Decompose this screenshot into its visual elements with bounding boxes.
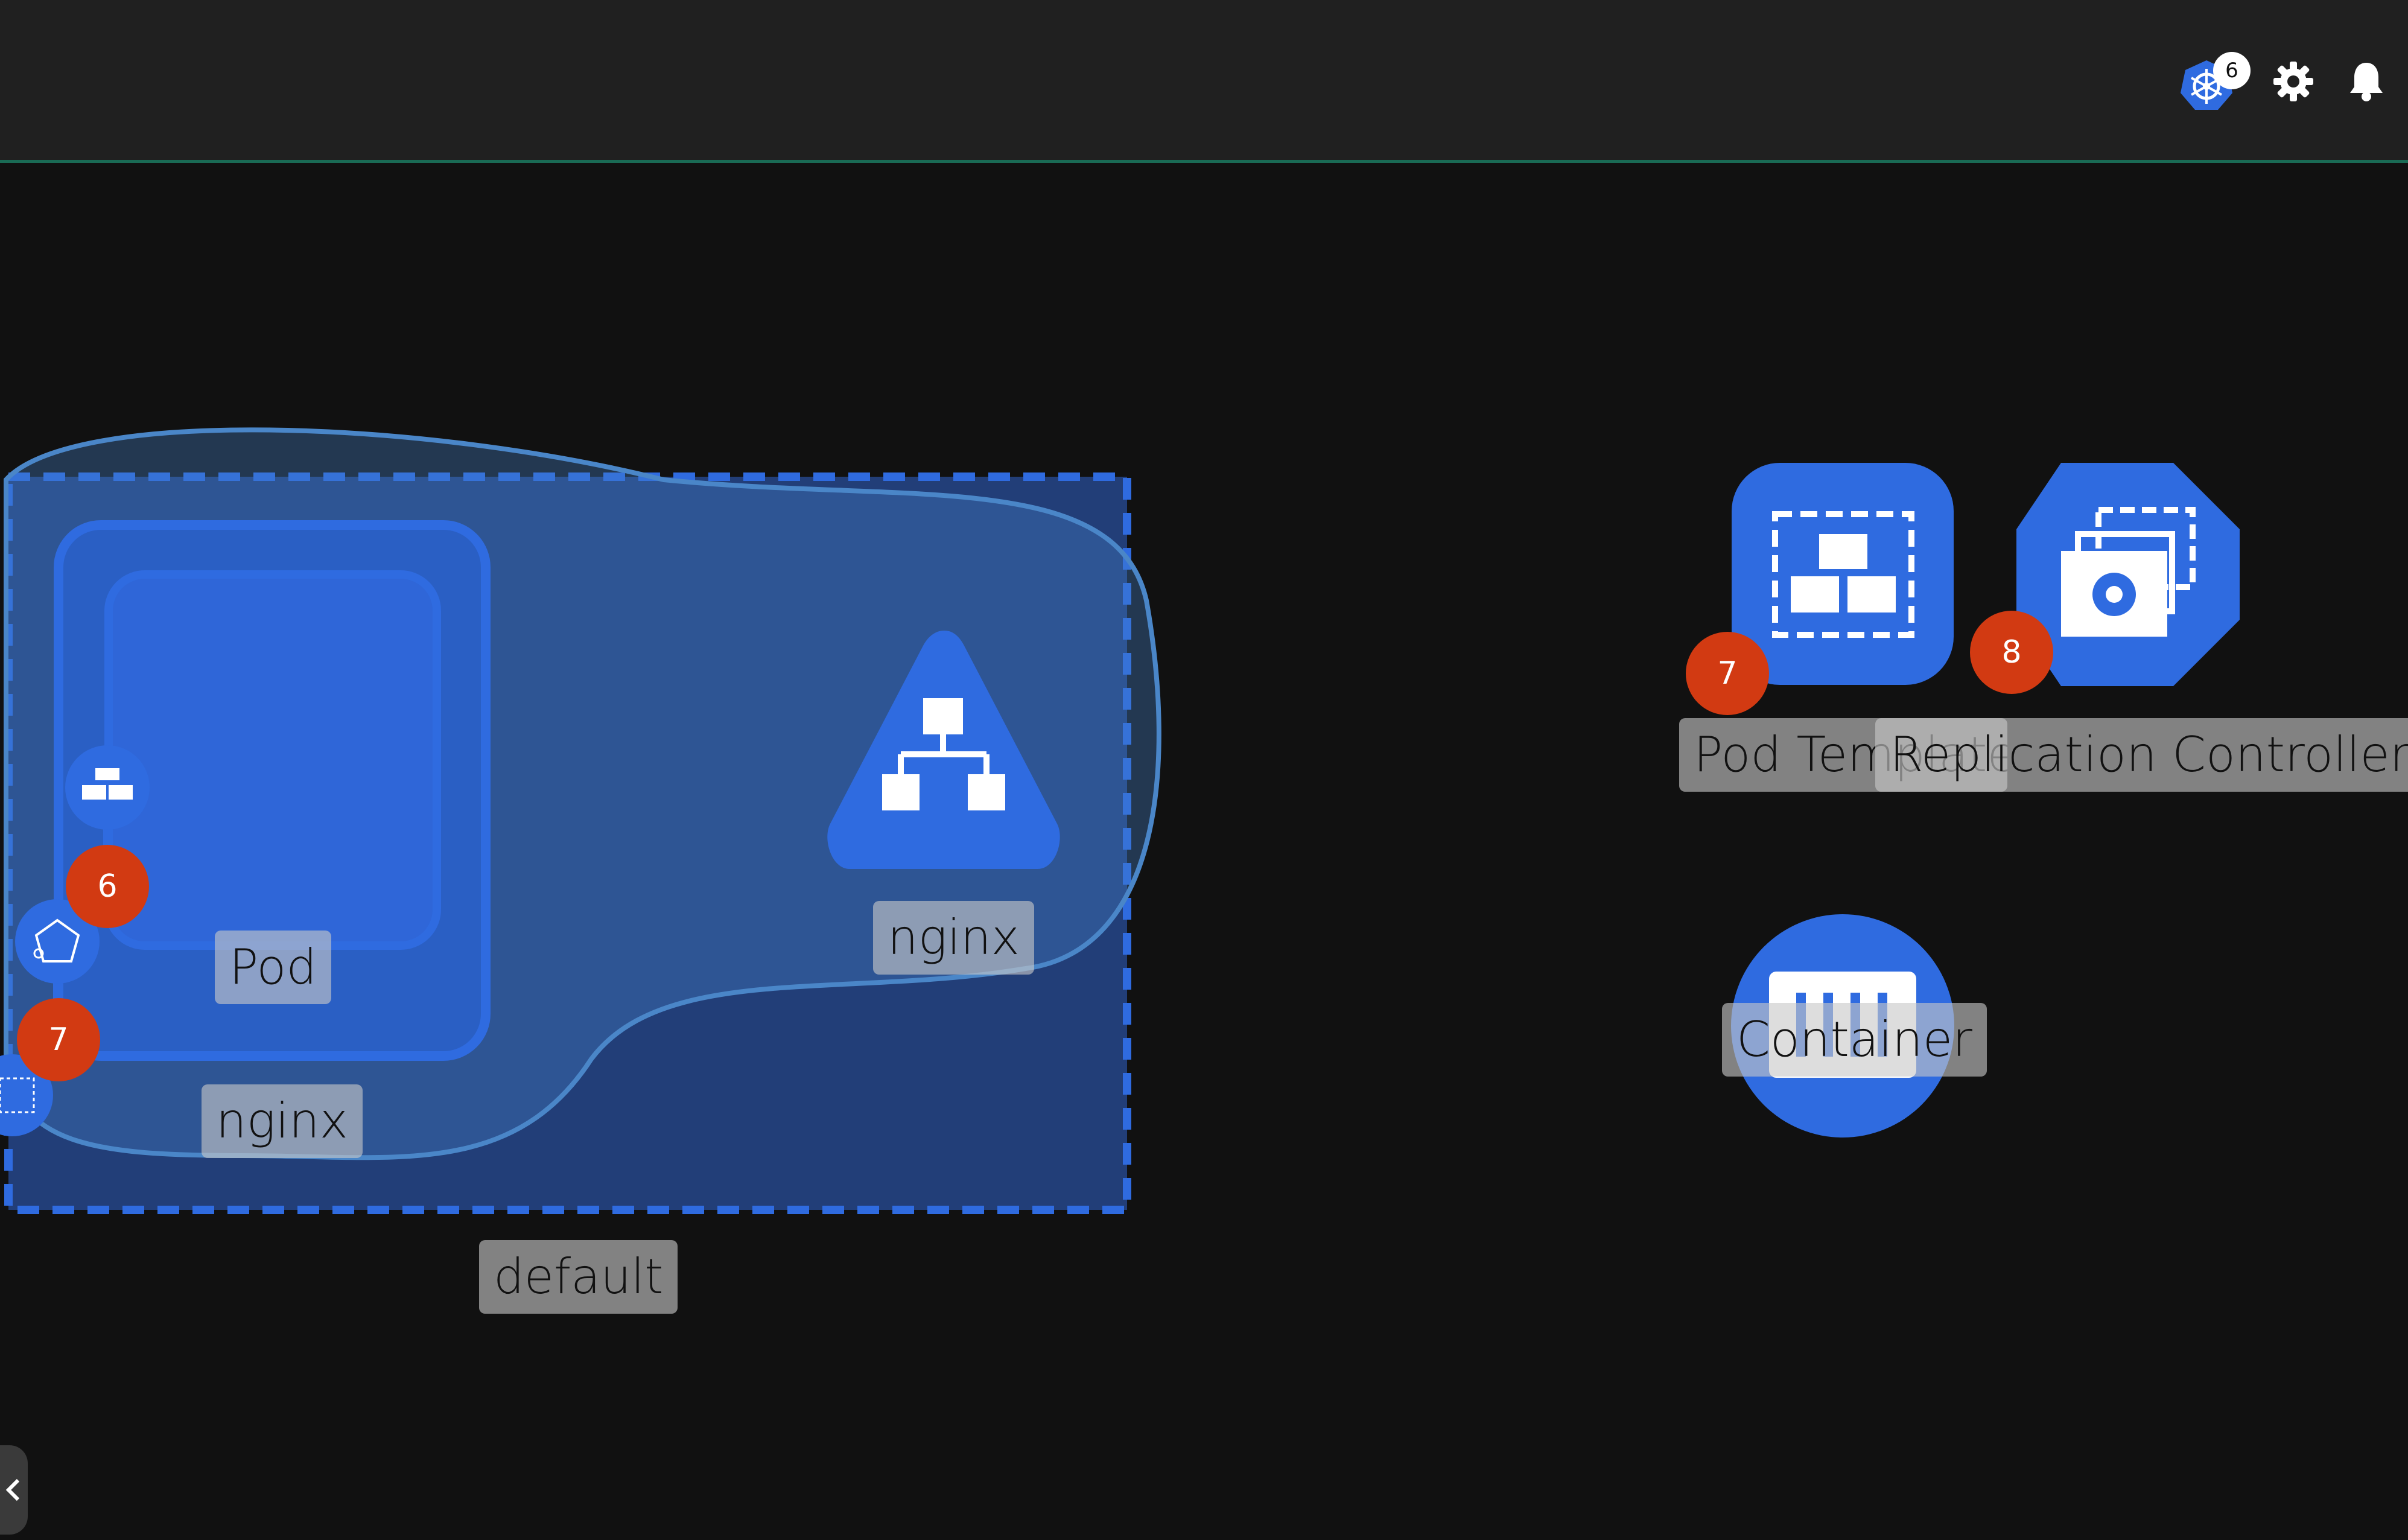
pod-template-count-badge: 7 — [1686, 632, 1769, 715]
pod-label[interactable]: Pod — [215, 931, 332, 1004]
top-bar: 6 — [0, 0, 2408, 163]
pod-template-icon — [1791, 534, 1896, 612]
pod-template-node — [1732, 463, 1954, 685]
bell-icon[interactable] — [2348, 60, 2384, 103]
pod-inner — [104, 570, 441, 950]
gear-icon[interactable] — [2272, 60, 2314, 103]
chevron-left-icon — [5, 1478, 20, 1501]
collapse-panel-button[interactable] — [0, 1445, 28, 1535]
container-node-small — [65, 745, 150, 830]
service-label[interactable]: nginx — [873, 901, 1034, 975]
pod-count-badge: 6 — [66, 845, 149, 928]
replication-controller-label[interactable]: Replication Controller — [1875, 718, 2408, 792]
network-icon — [882, 698, 1005, 810]
container-small-icon — [82, 768, 133, 800]
graph-canvas[interactable]: Pod nginx default nginx Pod Template Rep… — [0, 166, 2408, 1540]
container-label[interactable]: Container — [1722, 1003, 1987, 1077]
namespace-label[interactable]: default — [479, 1240, 678, 1314]
topology-graph — [0, 427, 2240, 1214]
replicaset-count-badge: 7 — [17, 998, 100, 1081]
kube-count-badge: 6 — [2213, 52, 2251, 89]
pentagon-icon — [34, 918, 80, 962]
replication-controller-count-badge: 8 — [1970, 611, 2053, 694]
deployment-label[interactable]: nginx — [202, 1084, 363, 1158]
